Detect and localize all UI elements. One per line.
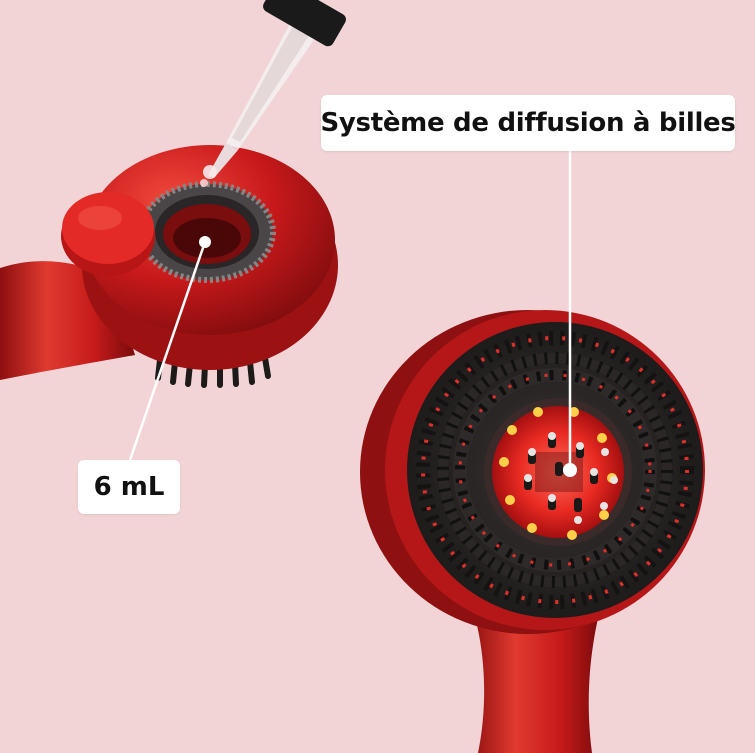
bottom-bristles xyxy=(155,355,271,388)
right-device xyxy=(360,150,705,753)
pipette xyxy=(200,0,346,187)
left-device xyxy=(0,0,346,461)
capacity-callout: 6 mL xyxy=(78,460,180,514)
diffusion-system-callout: Système de diffusion à billes xyxy=(320,95,736,151)
